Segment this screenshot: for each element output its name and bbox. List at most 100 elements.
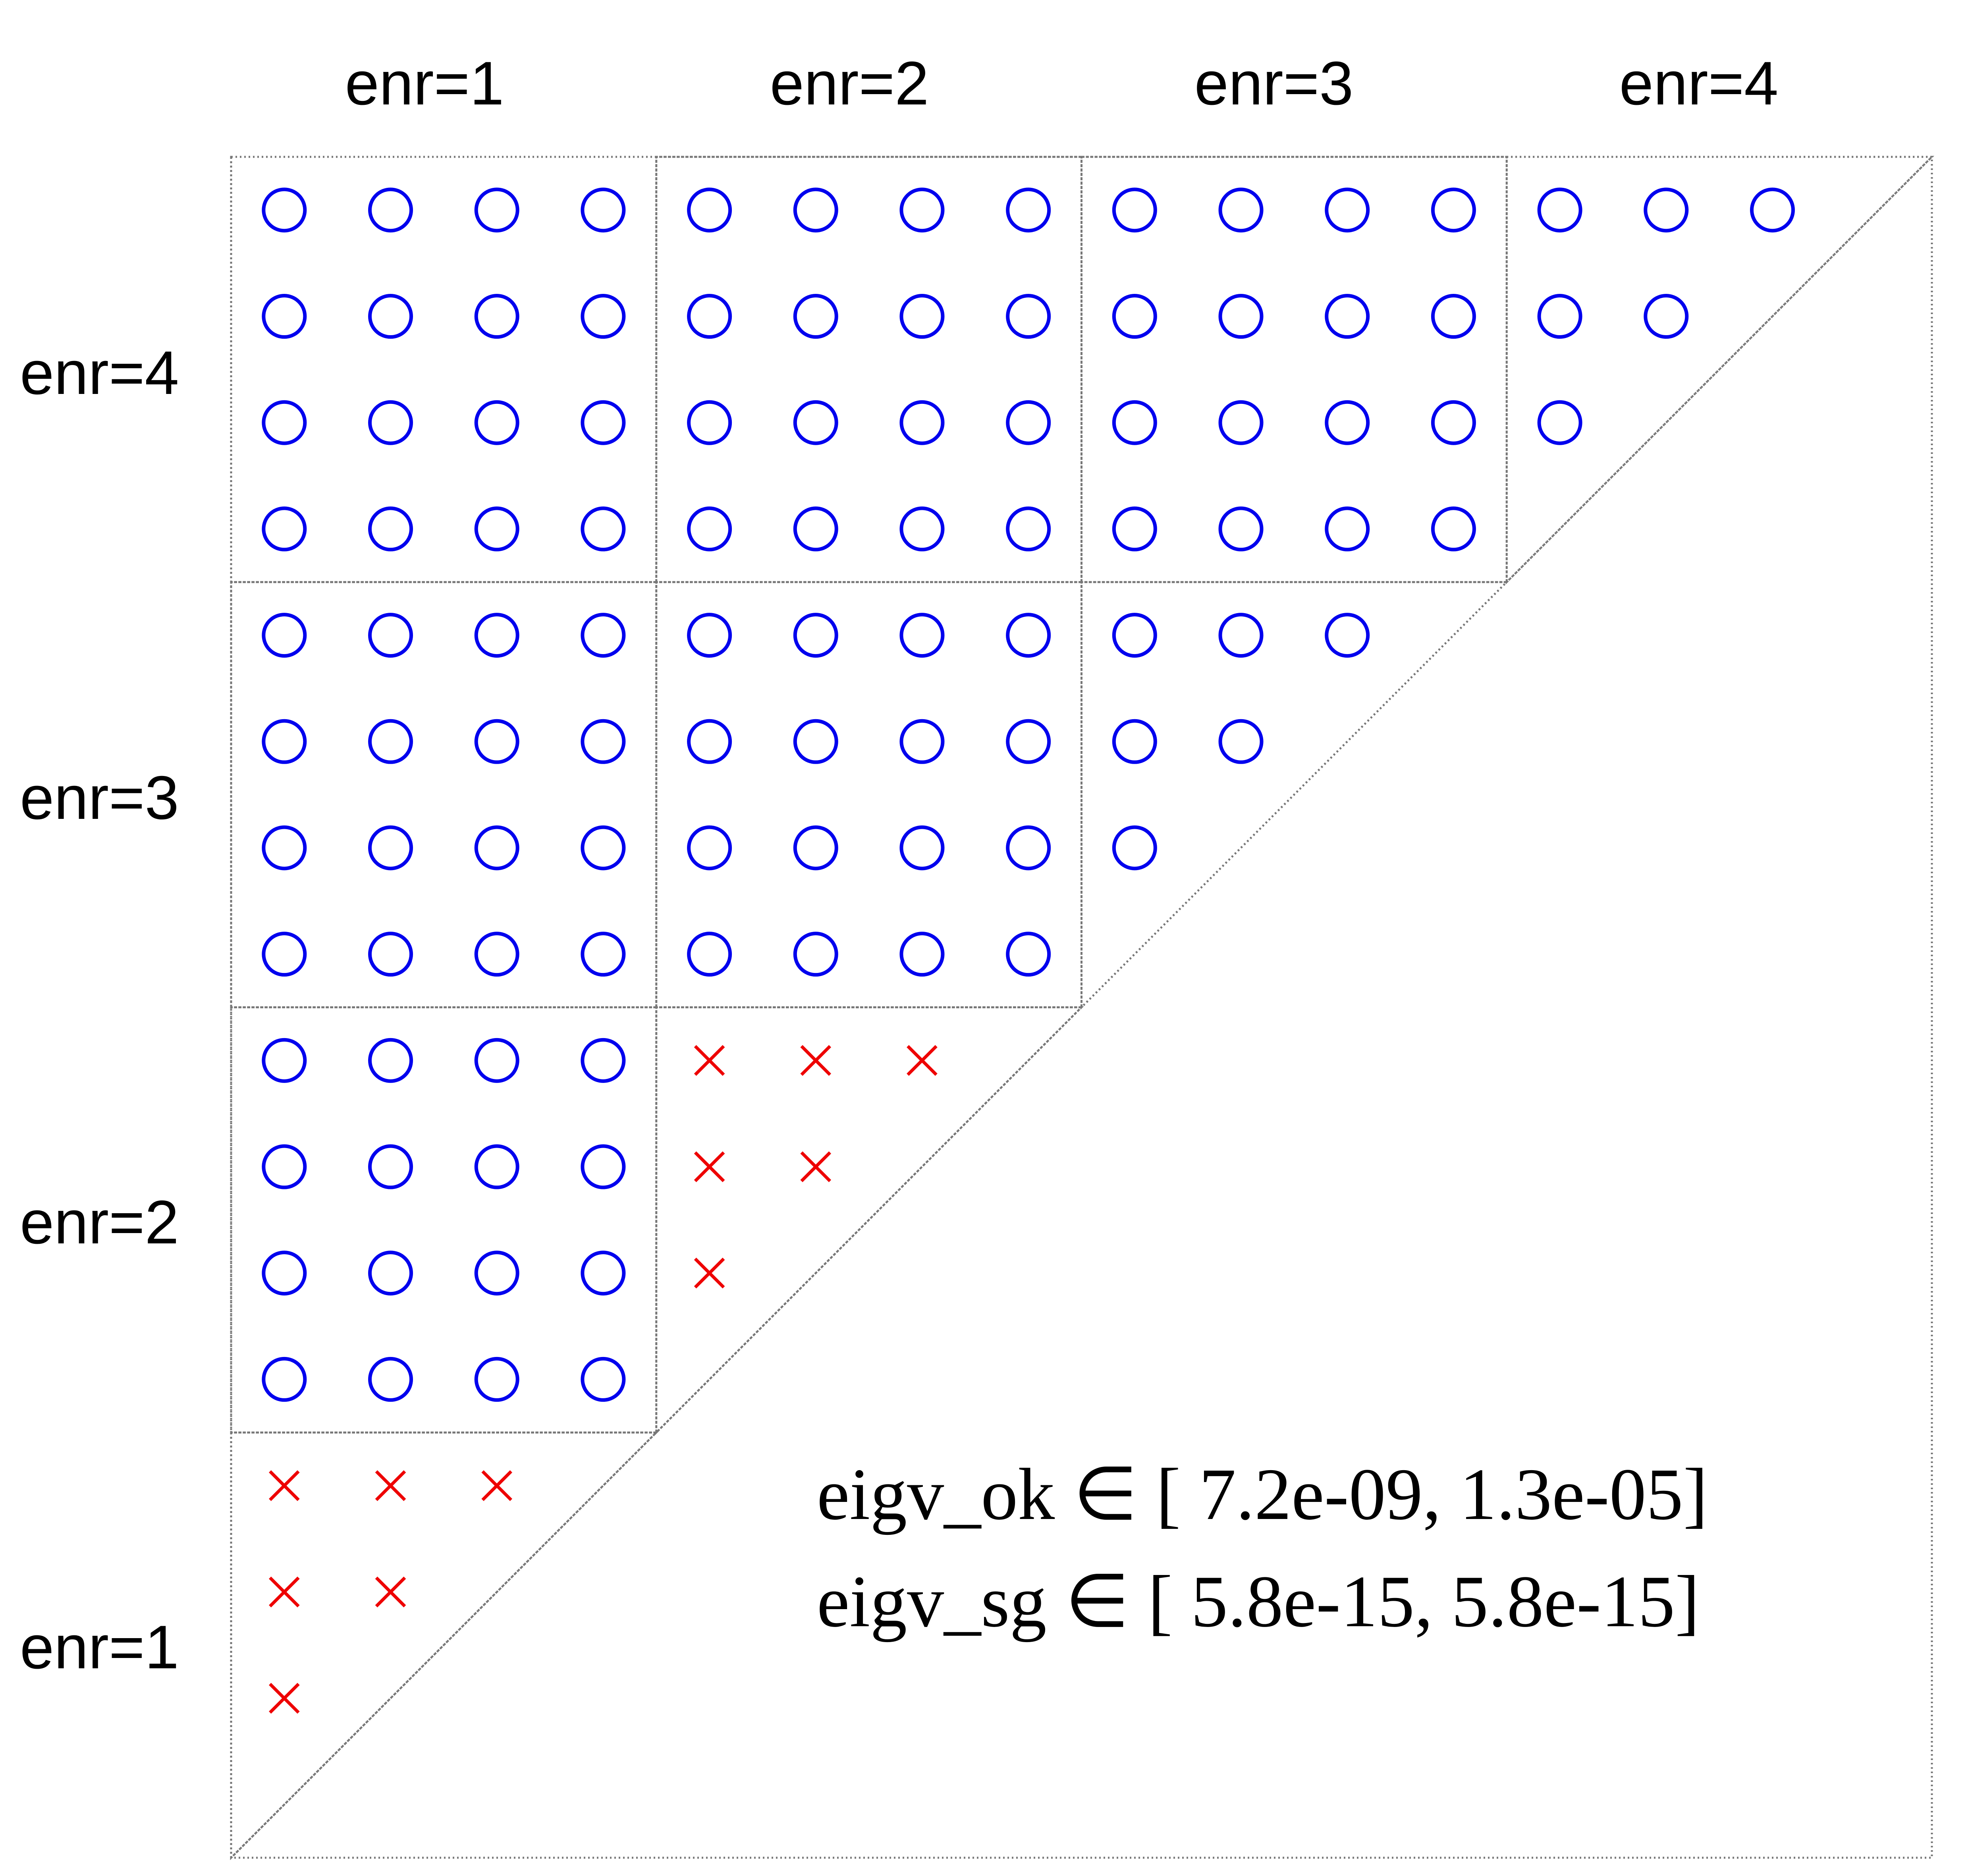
eigv-ok-range: eigv_ok ∈ [ 7.2e-09, 1.3e-05] (817, 1453, 1708, 1535)
ok-circle-marker (793, 506, 838, 552)
x-block-label-3: enr=3 (1194, 49, 1354, 118)
ok-circle-marker (687, 506, 732, 552)
ok-circle-marker (1218, 187, 1264, 233)
x-block-label-2: enr=2 (770, 49, 929, 118)
ok-circle-marker (1431, 400, 1476, 445)
block-outline-0 (230, 156, 658, 583)
ok-circle-marker (474, 719, 519, 764)
ok-circle-marker (1112, 825, 1157, 870)
ok-circle-marker (1325, 294, 1370, 339)
ok-circle-marker (899, 187, 945, 233)
ok-circle-marker (581, 613, 626, 658)
singular-cross-marker (907, 1045, 938, 1076)
ok-circle-marker (474, 1251, 519, 1296)
block-outline-2 (1081, 156, 1508, 583)
ok-circle-marker (262, 719, 307, 764)
ok-circle-marker (1431, 506, 1476, 552)
ok-circle-marker (1644, 187, 1689, 233)
cross-stroke (269, 1683, 300, 1714)
block-outline-7 (230, 1006, 658, 1434)
ok-circle-marker (1112, 294, 1157, 339)
ok-circle-marker (793, 719, 838, 764)
cross-stroke (800, 1151, 832, 1182)
ok-circle-marker (581, 506, 626, 552)
ok-circle-marker (1537, 294, 1582, 339)
x-block-label-1: enr=1 (345, 49, 504, 118)
y-block-label-2: enr=2 (20, 1188, 179, 1256)
ok-circle-marker (368, 1144, 413, 1189)
block-outline-4 (230, 581, 658, 1008)
ok-circle-marker (1006, 932, 1051, 977)
ok-circle-marker (474, 1144, 519, 1189)
ok-circle-marker (368, 400, 413, 445)
ok-circle-marker (1112, 719, 1157, 764)
singular-cross-marker (269, 1576, 300, 1608)
ok-circle-marker (1537, 400, 1582, 445)
ok-circle-marker (1006, 719, 1051, 764)
ok-circle-marker (1112, 400, 1157, 445)
ok-circle-marker (368, 506, 413, 552)
ok-circle-marker (474, 1357, 519, 1402)
ok-circle-marker (368, 1038, 413, 1083)
ok-circle-marker (687, 187, 732, 233)
ok-circle-marker (1325, 613, 1370, 658)
ok-circle-marker (1537, 187, 1582, 233)
singular-cross-marker (694, 1257, 725, 1289)
cross-stroke (481, 1470, 513, 1501)
ok-circle-marker (581, 294, 626, 339)
singular-cross-marker (375, 1576, 406, 1608)
cross-stroke (694, 1151, 725, 1182)
block-outline-1 (655, 156, 1082, 583)
ok-circle-marker (793, 825, 838, 870)
ok-circle-marker (581, 1038, 626, 1083)
ok-circle-marker (1431, 294, 1476, 339)
ok-circle-marker (262, 1144, 307, 1189)
ok-circle-marker (793, 294, 838, 339)
singular-cross-marker (694, 1151, 725, 1182)
ok-circle-marker (1112, 506, 1157, 552)
block-triangle-outline-6 (1081, 581, 1509, 1010)
ok-circle-marker (262, 187, 307, 233)
cross-stroke (907, 1045, 938, 1076)
ok-circle-marker (1218, 400, 1264, 445)
singular-cross-marker (269, 1470, 300, 1501)
ok-circle-marker (368, 932, 413, 977)
cross-stroke (375, 1576, 406, 1608)
ok-circle-marker (368, 719, 413, 764)
ok-circle-marker (899, 932, 945, 977)
singular-cross-marker (375, 1470, 406, 1501)
ok-circle-marker (1006, 613, 1051, 658)
ok-circle-marker (1750, 187, 1795, 233)
ok-circle-marker (581, 1144, 626, 1189)
ok-circle-marker (581, 1357, 626, 1402)
ok-circle-marker (687, 825, 732, 870)
ok-circle-marker (899, 506, 945, 552)
ok-circle-marker (793, 613, 838, 658)
ok-circle-marker (1431, 187, 1476, 233)
cross-stroke (375, 1470, 406, 1501)
block-outline-5 (655, 581, 1082, 1008)
ok-circle-marker (581, 719, 626, 764)
ok-circle-marker (687, 400, 732, 445)
ok-circle-marker (262, 400, 307, 445)
ok-circle-marker (1006, 294, 1051, 339)
ok-circle-marker (1112, 613, 1157, 658)
ok-circle-marker (793, 400, 838, 445)
ok-circle-marker (262, 932, 307, 977)
marker-layer (262, 187, 1795, 1714)
ok-circle-marker (1006, 400, 1051, 445)
ok-circle-marker (687, 719, 732, 764)
ok-circle-marker (474, 506, 519, 552)
ok-circle-marker (474, 932, 519, 977)
ok-circle-marker (474, 400, 519, 445)
ok-circle-marker (1006, 506, 1051, 552)
ok-circle-marker (581, 825, 626, 870)
ok-circle-marker (262, 1357, 307, 1402)
ok-circle-marker (1218, 294, 1264, 339)
ok-circle-marker (1218, 613, 1264, 658)
ok-circle-marker (368, 294, 413, 339)
ok-circle-marker (368, 187, 413, 233)
cross-stroke (694, 1045, 725, 1076)
